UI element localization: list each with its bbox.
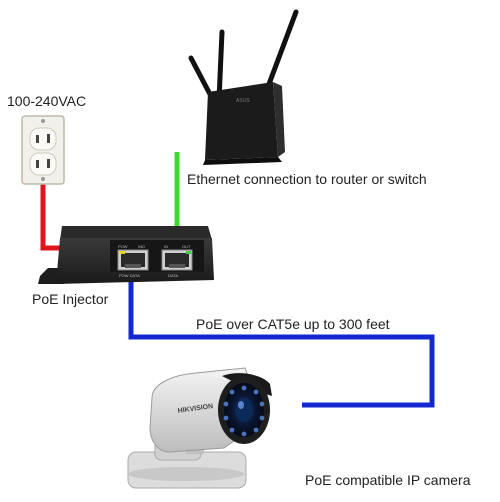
camera-brand: HIKVISION xyxy=(177,403,213,415)
router: ASUS xyxy=(188,9,299,165)
injector-label: PoE Injector xyxy=(32,291,109,307)
router-brand: ASUS xyxy=(236,98,250,104)
poe-injector: POW IND IN OUT POW DATA DATA xyxy=(38,226,214,284)
injector-port-out: OUT xyxy=(182,244,191,249)
injector-port-ind: IND xyxy=(138,244,145,249)
injector-port-pow-data: POW DATA xyxy=(119,273,140,278)
wall-outlet xyxy=(21,115,65,185)
injector-port-pow: POW xyxy=(118,244,128,249)
ip-camera: HIKVISION xyxy=(127,367,272,489)
camera-label: PoE compatible IP camera xyxy=(305,472,471,488)
ethernet-label: Ethernet connection to router or switch xyxy=(187,171,427,187)
injector-port-data: DATA xyxy=(168,273,178,278)
power-label: 100-240VAC xyxy=(7,93,87,109)
cable-label: PoE over CAT5e up to 300 feet xyxy=(196,316,390,332)
injector-port-in: IN xyxy=(164,244,168,249)
poe-cable xyxy=(128,272,435,408)
power-wire xyxy=(40,182,62,251)
